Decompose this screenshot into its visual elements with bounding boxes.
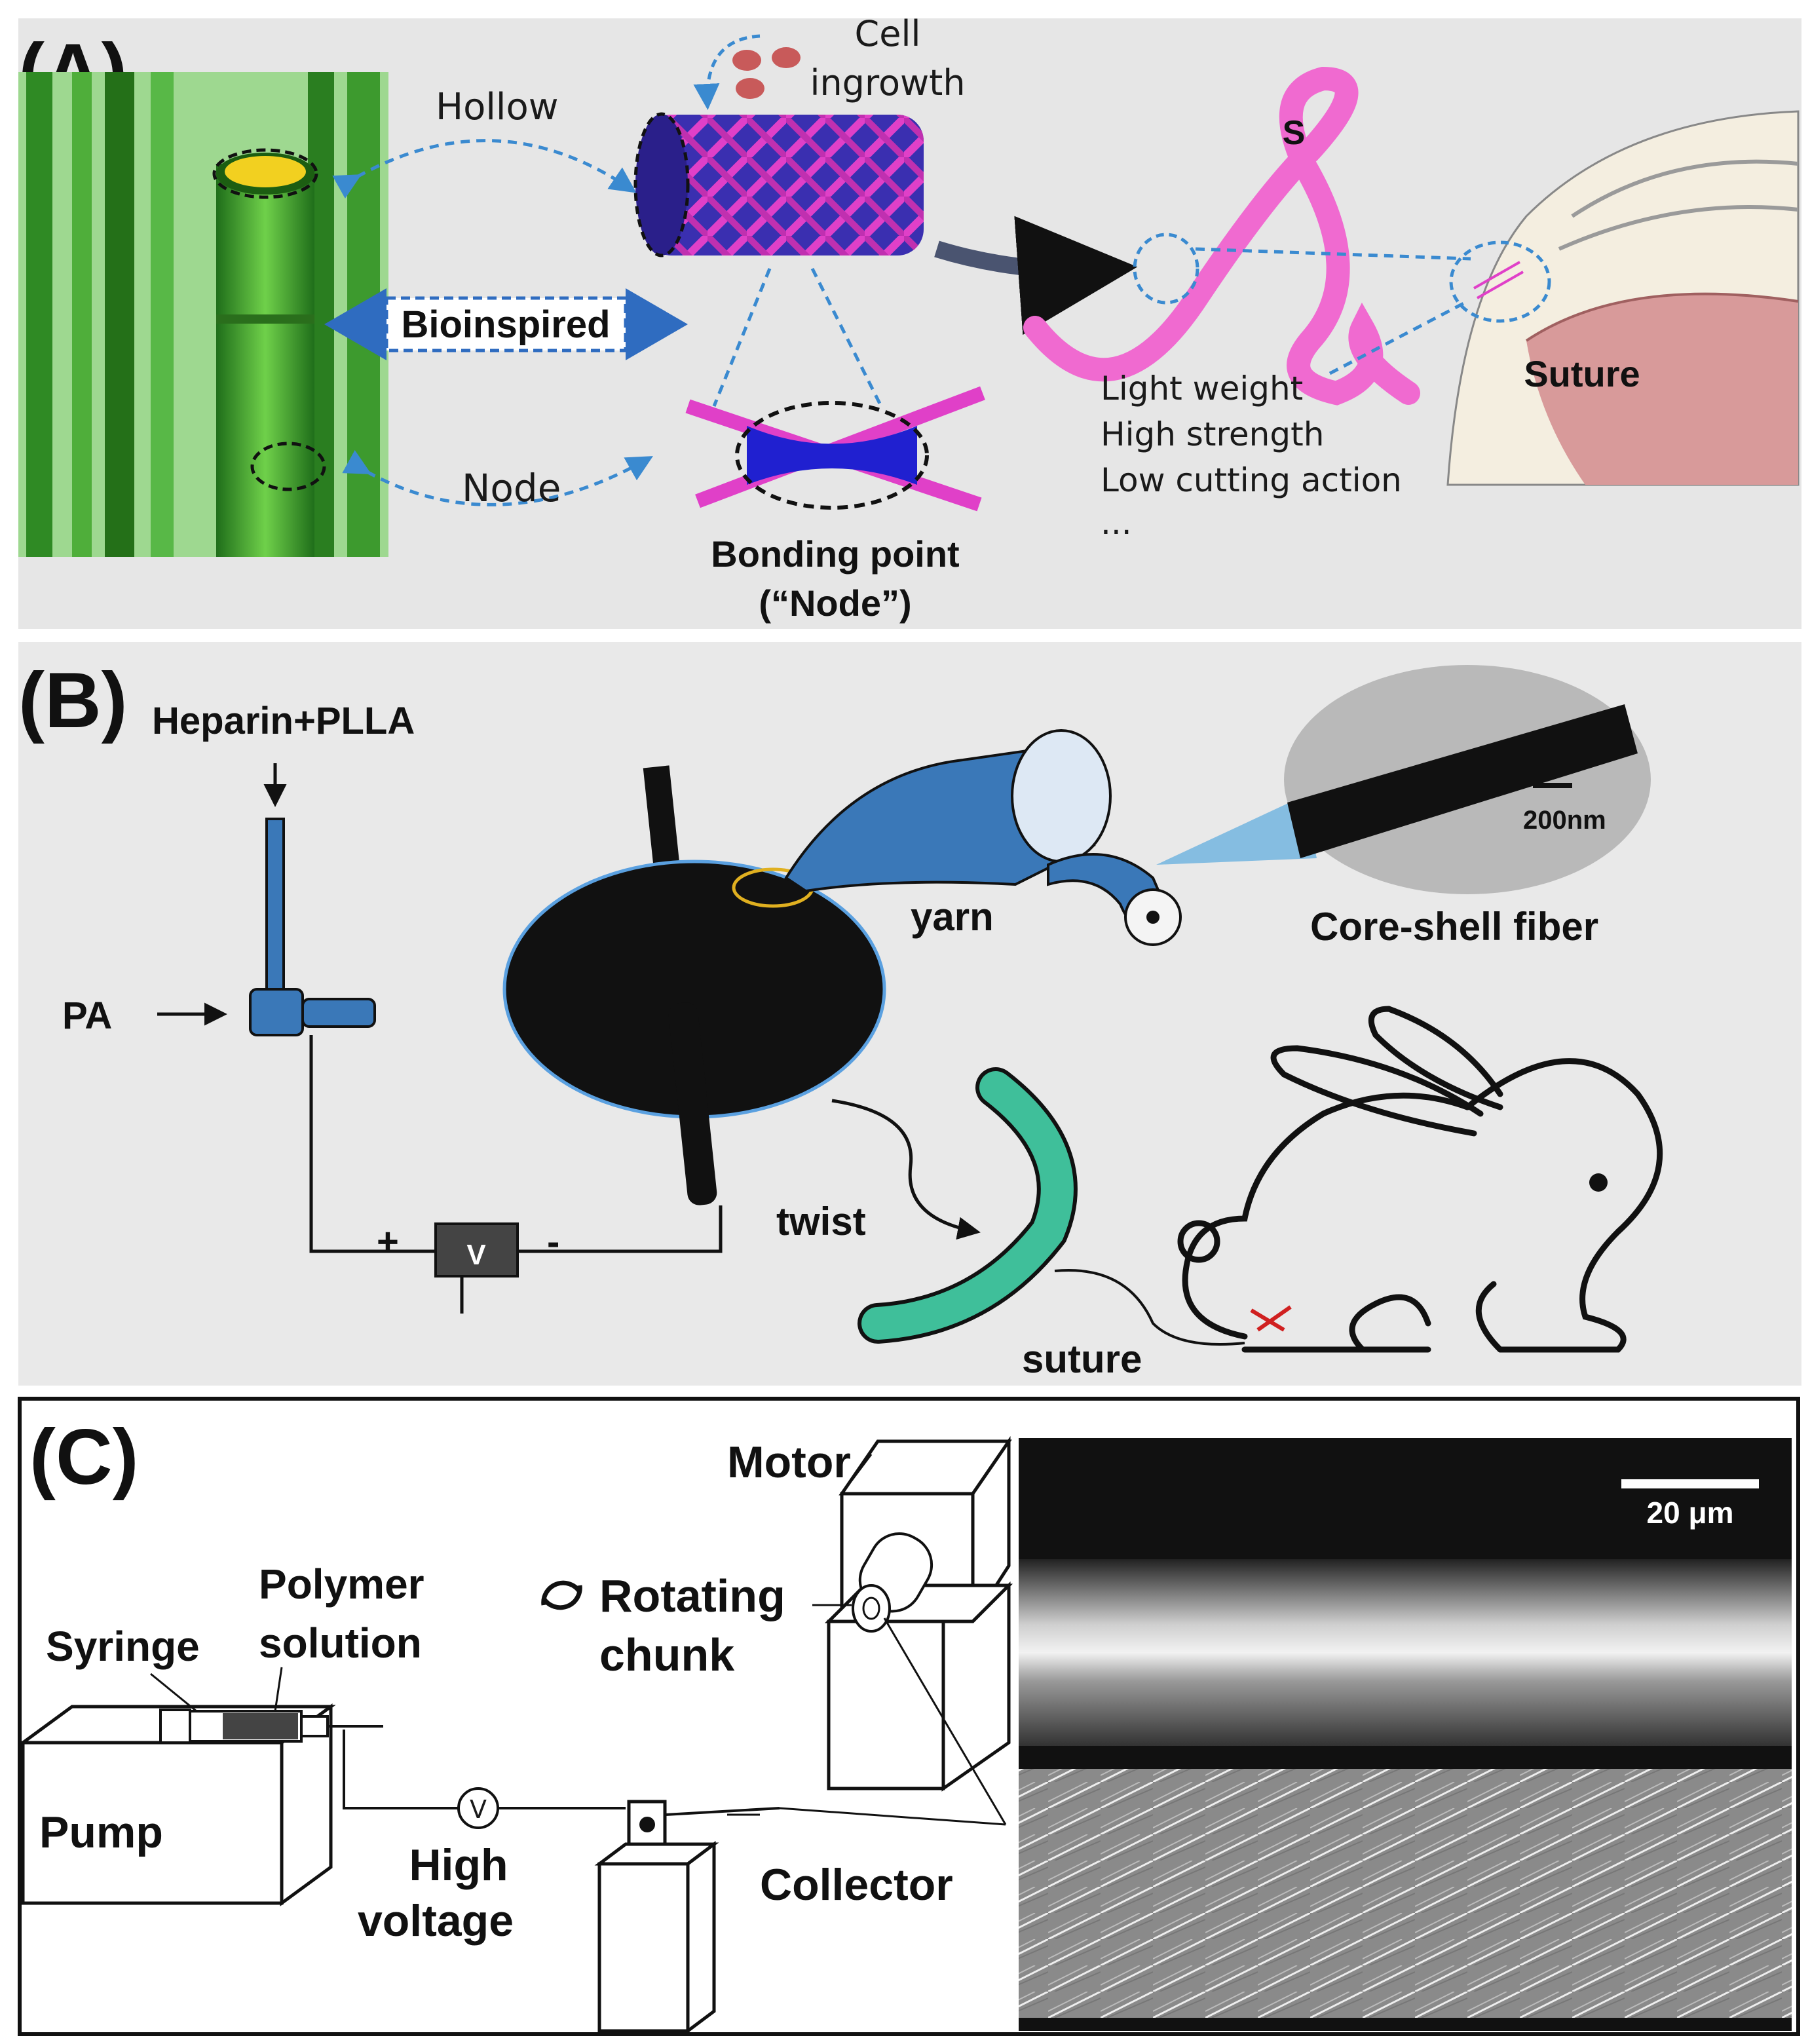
rotation-icon: [541, 1580, 582, 1610]
bamboo-photo: [18, 72, 388, 557]
core-shell-tem: [1156, 665, 1651, 894]
rabbit-drawing: [1177, 1006, 1663, 1353]
property-light-weight: Light weight: [1101, 369, 1303, 407]
green-suture: [861, 1071, 1074, 1340]
label-collector: Collector: [760, 1860, 953, 1910]
braided-tube: [633, 112, 924, 257]
label-syringe: Syringe: [46, 1623, 200, 1670]
label-bonding-node: (“Node”): [759, 582, 911, 624]
pink-suture: [1023, 66, 1420, 406]
label-motor: Motor: [727, 1437, 851, 1487]
label-high: High: [409, 1840, 508, 1890]
label-200nm: 200nm: [1523, 806, 1606, 835]
property-more: ...: [1101, 504, 1132, 542]
label-heparin-plla: Heparin+PLLA: [152, 700, 415, 742]
panel-b: (B) Heparin+PLLA PA V + -: [18, 642, 1801, 1386]
label-cell: Cell: [855, 13, 921, 54]
label-ingrowth: ingrowth: [810, 62, 965, 104]
cells: [732, 47, 801, 99]
rotating-chunk: [852, 1532, 933, 1633]
bamboo-node-mark: [250, 442, 326, 491]
label-chunk: chunk: [599, 1629, 734, 1680]
panel-b-letter: (B): [18, 656, 128, 744]
syringe: [159, 1709, 383, 1744]
label-s: S: [1283, 114, 1306, 152]
label-bioinspired: Bioinspired: [401, 303, 610, 346]
label-polymer: Polymer: [259, 1561, 424, 1608]
label-20um: 20 μm: [1647, 1496, 1734, 1530]
tube-to-suture-arrow: [934, 216, 1138, 335]
label-twist: twist: [776, 1200, 866, 1243]
label-voltage-c: V: [470, 1795, 487, 1824]
label-pump: Pump: [39, 1807, 163, 1857]
bonding-point: [685, 386, 985, 512]
panel-c-letter: (C): [29, 1413, 139, 1501]
cell-ingrowth-arrow: [693, 34, 761, 110]
collector-disk: [502, 765, 886, 1205]
label-suture-b: suture: [1022, 1337, 1142, 1381]
label-plus: +: [377, 1221, 399, 1263]
label-hollow: Hollow: [436, 86, 559, 128]
label-rotating: Rotating: [599, 1570, 785, 1621]
node-arrow: [342, 450, 653, 506]
panel-a: (A) Hollow Bioinspired: [18, 13, 1801, 629]
rabbit-eye: [1589, 1173, 1608, 1192]
bamboo-hollow-yellow: [225, 156, 306, 187]
voltage-box: [434, 1222, 519, 1278]
label-yarn: yarn: [911, 895, 994, 939]
twist-arrow: [831, 1099, 981, 1240]
pump-box: [18, 1703, 336, 1906]
label-suture-a: Suture: [1524, 353, 1640, 394]
shoulder-illustration: [1446, 110, 1800, 486]
label-solution: solution: [259, 1619, 422, 1667]
label-node: Node: [462, 466, 561, 510]
label-minus: -: [547, 1221, 559, 1263]
label-core-shell-fiber: Core-shell fiber: [1310, 905, 1598, 949]
property-low-cutting: Low cutting action: [1101, 461, 1402, 499]
panel-c: (C) Pump Syringe Polymer solution V High…: [18, 1397, 1800, 2036]
label-pa: PA: [62, 994, 112, 1037]
bioinspired-arrow: [324, 288, 688, 360]
label-voltage-word: voltage: [358, 1896, 514, 1946]
spinneret: [249, 818, 376, 1036]
suture-thread: [1054, 1269, 1245, 1346]
property-high-strength: High strength: [1101, 415, 1324, 453]
collector-box: [594, 1800, 719, 2034]
label-bonding-point: Bonding point: [711, 533, 959, 575]
sem-image: [1019, 1438, 1792, 2031]
label-voltage-b: V: [466, 1239, 486, 1271]
wound-mark: [1250, 1305, 1292, 1332]
hollow-arrow: [332, 139, 637, 199]
yarn-illustration: [784, 729, 1182, 946]
